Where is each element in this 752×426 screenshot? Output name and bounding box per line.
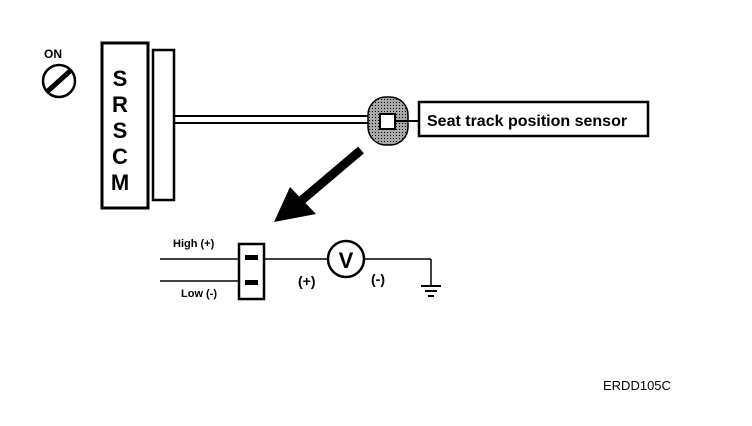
seat-track-sensor: Seat track position sensor [367,96,650,146]
connector-detail: High (+) Low (-) [160,238,266,301]
srscm-letter-4: C [112,144,128,169]
high-terminal-pin [245,255,258,260]
voltmeter-circuit: V (+) (-) [264,239,432,289]
low-terminal-label: Low (-) [181,288,217,300]
low-terminal-pin [245,280,258,285]
ground-icon [421,285,441,297]
srscm-letter-5: M [111,170,129,195]
figure-code: ERDD105C [603,378,671,393]
ignition-key-slot [46,69,72,93]
srscm-letter-3: S [113,118,128,143]
terminal-connector [237,242,266,301]
sensor-connector-icon [379,113,396,130]
sensor-harness [174,115,378,124]
srscm-letter-1: S [113,66,128,91]
voltmeter-positive-label: (+) [298,273,316,289]
ignition-on-label: ON [44,47,62,61]
srscm-module: S R S C M [100,41,176,210]
voltmeter-symbol: V [339,248,354,273]
ignition-switch: ON [41,47,77,99]
sensor-label-box [417,100,650,138]
callout-arrow-icon [274,146,364,222]
voltmeter-negative-label: (-) [371,271,385,287]
srscm-connector [151,48,176,202]
srscm-box [100,41,150,210]
high-terminal-label: High (+) [173,238,215,250]
sensor-label: Seat track position sensor [427,113,627,130]
srscm-letter-2: R [112,92,128,117]
ignition-key-icon [41,63,77,99]
